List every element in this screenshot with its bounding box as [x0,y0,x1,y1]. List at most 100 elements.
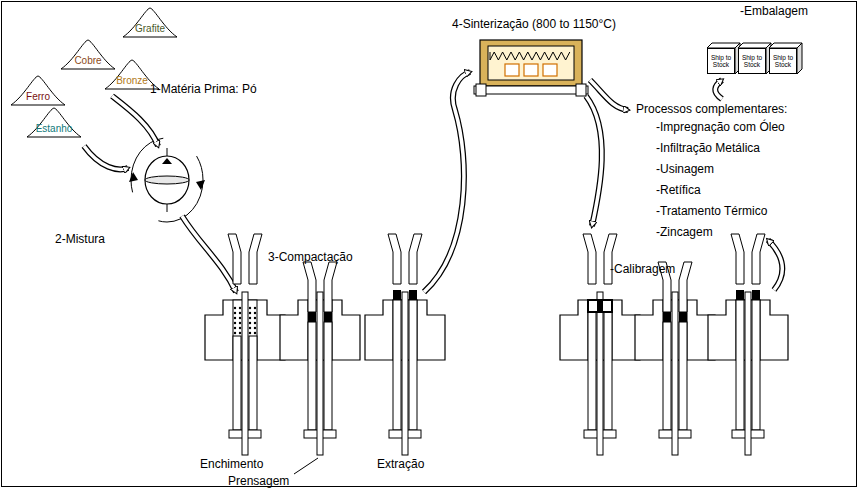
flow-arrow [590,80,628,110]
list-item: -Infiltração Metálica [656,141,760,155]
compact-part [663,312,671,322]
core-rod [672,292,678,455]
stage-title: 4-Sinterização (800 to 1150°C) [452,17,616,31]
powder [239,332,241,334]
furnace-part [505,64,519,76]
package-box: Ship to Stock [707,48,735,74]
list-item: -Tratamento Térmico [656,204,767,218]
upper-punch [324,262,337,312]
stage-title: 3-Compactação [268,250,353,264]
furnace-chamber [488,46,574,80]
package-box: Ship to Stock [738,48,766,74]
powder-name: Ferro [10,91,66,103]
stage-title: 2-Mistura [55,232,105,246]
core-rod [242,292,248,455]
powder-name: Grafite [122,23,178,35]
lower-punch [604,312,612,430]
lower-punch [409,300,417,430]
flow-arrow [424,72,470,292]
powder [254,317,256,319]
list-item: -Retífica [656,183,701,197]
leader-line [294,458,318,474]
mixer-drum [145,156,189,204]
stage-title: 1-Matéria Prima: Pó [150,82,257,96]
compact-part [736,290,744,300]
flow-arrow [715,80,722,99]
package-label: Ship to Stock [708,54,734,68]
rotation-head [196,180,205,190]
compact-part [308,312,316,322]
powder [254,332,256,334]
pile-shape [27,108,81,137]
upper-punch [604,234,617,284]
upper-punch [388,234,401,284]
flow-arrow [84,146,128,169]
compact-part [324,312,332,322]
flow-arrow [715,80,722,99]
rotation-head [129,172,138,182]
flow-arrow [768,240,782,290]
stage-title: -Calibragem [610,262,675,276]
powder [239,312,241,314]
sintered-part [588,300,612,312]
lower-punch [679,322,687,430]
flow-arrow [112,96,158,146]
core-rod [597,292,603,455]
powder [234,332,236,334]
flow-arrow [84,146,128,169]
core-rod [402,292,408,455]
upper-punch [249,234,262,284]
flow-arrow [768,240,782,290]
compact-part [752,290,760,300]
furnace-body [480,40,582,86]
list-heading: Processos complementares: [636,102,787,116]
step-name: Extração [377,457,424,471]
furnace-part [543,64,557,76]
conveyor-roller [576,84,586,96]
upper-punch [752,234,765,284]
list-item: -Impregnação com Óleo [656,120,785,134]
powder [249,317,251,319]
lower-punch [233,336,241,430]
powder [254,327,256,329]
stage-title: -Embalagem [740,4,808,18]
step-name: Enchimento [200,457,263,471]
pile-shape [123,8,177,37]
powder [239,307,241,309]
heating-coil [490,52,570,60]
lower-punch [663,322,671,430]
mixer-cap [162,158,172,164]
core-rod [317,292,323,455]
powder [239,322,241,324]
furnace [474,40,588,96]
powder [249,322,251,324]
step-name: Prensagem [228,474,289,488]
package-box: Ship to Stock [769,48,797,74]
flow-arrow [586,96,602,226]
flow-arrow [590,80,628,110]
package-faces [707,43,802,74]
powder-name: Estanho [26,123,82,135]
upper-punch [409,234,422,284]
upper-punch [303,262,316,312]
powder [249,332,251,334]
furnace-part [524,64,538,76]
powder-name: Cobre [60,55,116,67]
flow-arrow [112,96,158,146]
flow-arrow [424,72,470,292]
conveyor [474,86,588,94]
conveyor-roller [476,84,486,96]
package-label: Ship to Stock [770,54,796,68]
powder [254,322,256,324]
powder [239,327,241,329]
compact-part [393,290,401,300]
lower-punch [249,336,257,430]
powder [234,327,236,329]
lower-punch [736,300,744,430]
flow-arrow [182,216,236,292]
powder-pile: Cobre [60,38,116,70]
mixer [129,138,205,222]
lower-punch [588,312,596,430]
